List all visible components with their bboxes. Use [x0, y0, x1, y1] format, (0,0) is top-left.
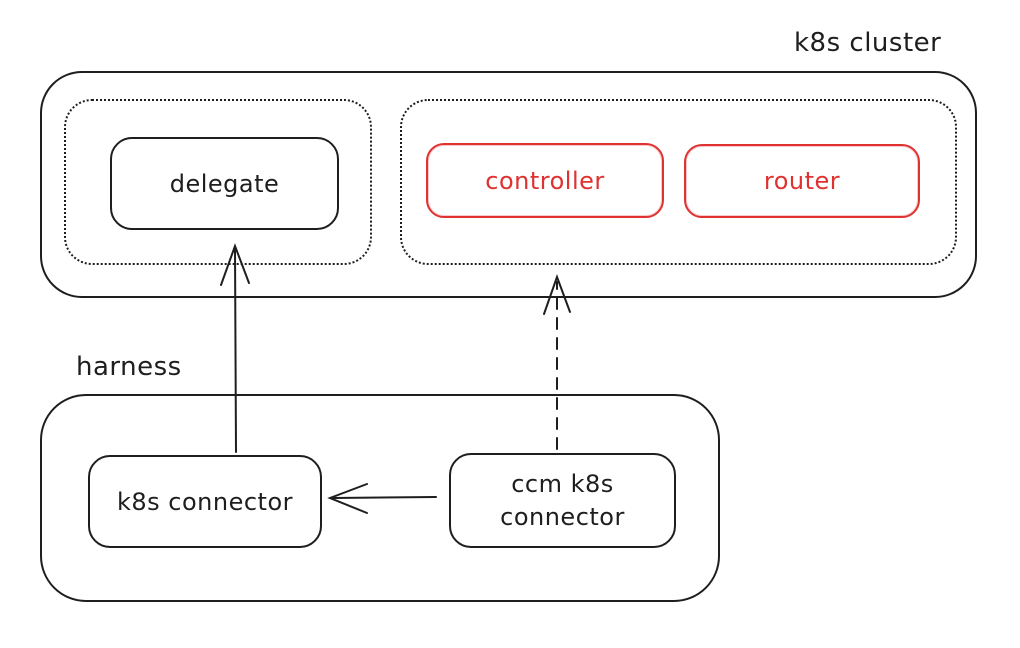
controller-group-box: controller router [400, 99, 957, 265]
router-label: router [763, 167, 841, 195]
delegate-label: delegate [169, 169, 280, 198]
controller-node: controller [426, 143, 664, 218]
delegate-node: delegate [110, 137, 339, 230]
harness-label: harness [76, 352, 182, 382]
ccm-k8s-connector-label: ccm k8s connector [500, 470, 625, 531]
k8s-connector-label: k8s connector [116, 487, 294, 516]
k8s-connector-node: k8s connector [88, 455, 322, 548]
k8s-cluster-box: delegate controller router [40, 71, 977, 298]
controller-label: controller [485, 166, 605, 195]
harness-box: k8s connector ccm k8s connector [40, 394, 720, 602]
k8s-cluster-label: k8s cluster [794, 28, 942, 58]
delegate-group-box: delegate [64, 99, 372, 265]
router-node: router [684, 144, 920, 218]
ccm-k8s-connector-node: ccm k8s connector [449, 453, 676, 548]
